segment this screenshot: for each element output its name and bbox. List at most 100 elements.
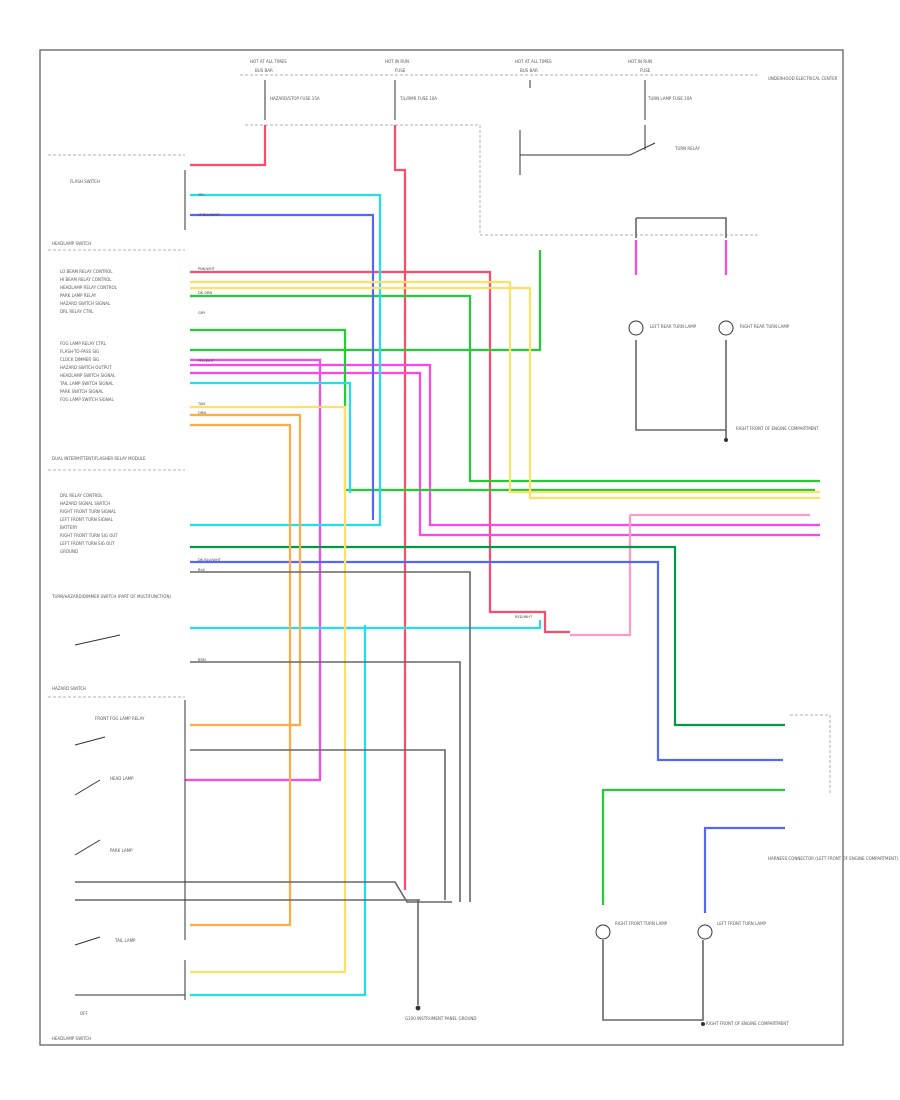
row-top-0: LO BEAM RELAY CONTROL <box>60 269 113 274</box>
wire-tan-1 <box>190 280 820 494</box>
connector-rows-top: LO BEAM RELAY CONTROL HI BEAM RELAY CONT… <box>59 269 118 402</box>
hazard-row-1: HEAD LAMP <box>110 776 134 781</box>
lamp-label-right-front: RIGHT FRONT TURN LAMP <box>615 921 668 926</box>
lamp-left-rear <box>628 320 644 336</box>
hazard-row-0: FRONT FOG LAMP RELAY <box>95 716 145 721</box>
flash-switch-label: FLASH SWITCH <box>70 179 100 184</box>
turn-relay: TURN RELAY <box>674 146 700 151</box>
lamp-label-left-front: LEFT FRONT TURN LAMP <box>717 921 767 926</box>
wire-blue-1 <box>190 213 375 520</box>
hazard-row-4: OFF <box>80 1011 88 1016</box>
row-mid-2: RIGHT FRONT TURN SIGNAL <box>60 509 117 514</box>
turn-switch-label: TURN/HAZARD/DIMMER SWITCH (PART OF MULTI… <box>51 594 171 599</box>
multi-module-label: DUAL INTERMITTENT/FLASHER RELAY MODULE <box>52 456 146 461</box>
lamp-right-rear <box>718 320 734 336</box>
ground-dot-2 <box>701 1022 705 1026</box>
row-top-5: DRL RELAY CTRL <box>60 309 94 314</box>
row-top-13: FOG LAMP SWITCH SIGNAL <box>60 397 115 402</box>
left-labels: FLASH SWITCH HEADLAMP SWITCH DUAL INTERM… <box>48 154 477 1041</box>
wire-pink-4 <box>185 358 322 782</box>
hot-label-4: HOT IN RUN <box>628 59 652 64</box>
fuse-block: HOT AT ALL TIMES HOT IN RUN HOT AT ALL T… <box>240 59 838 236</box>
fuse-2: T/L/RMR FUSE 10A <box>399 96 437 101</box>
code-8: ORN <box>198 411 206 415</box>
sub-label-4: FUSE <box>640 68 651 73</box>
hot-label-1: HOT AT ALL TIMES <box>250 59 287 64</box>
lamp-label-right-rear: RIGHT REAR TURN LAMP <box>740 324 790 329</box>
row-top-6: FOG LAMP RELAY CTRL <box>60 341 107 346</box>
row-mid-4: BATTERY <box>60 525 78 530</box>
connector-rows-mid: DRL RELAY CONTROL HAZARD SIGNAL SWITCH R… <box>60 493 118 554</box>
row-mid-1: HAZARD SIGNAL SWITCH <box>60 501 110 506</box>
wire-cyan-2 <box>190 620 542 997</box>
code-5: GRY <box>198 311 206 315</box>
row-top-9: HAZARD SWITCH OUTPUT <box>60 365 112 370</box>
lamp-right-front <box>595 924 611 940</box>
wire-pink-3 <box>190 371 820 537</box>
hot-label-3: HOT AT ALL TIMES <box>515 59 552 64</box>
hazard-row-2: PARK LAMP <box>110 848 133 853</box>
wire-pink-2 <box>190 363 820 527</box>
ground-label: G200 INSTRUMENT PANEL GROUND <box>405 1016 477 1021</box>
row-top-8: CLOCK DIMMER SIG <box>60 357 99 362</box>
wire-green-4 <box>601 788 785 905</box>
sub-label-1: BUS BAR <box>255 68 273 73</box>
code-10: RED/WHT <box>515 615 533 619</box>
hazard-rows: FRONT FOG LAMP RELAY HEAD LAMP PARK LAMP… <box>80 716 145 1016</box>
wire-orange-2 <box>190 423 292 927</box>
sub-label-3: BUS BAR <box>520 68 538 73</box>
code-3: LT BLU/WHT <box>198 213 220 217</box>
harness-label: HARNESS CONNECTOR (LEFT FRONT OF ENGINE … <box>768 856 898 861</box>
wire-cyan-3 <box>190 381 352 493</box>
row-top-10: HEADLAMP SWITCH SIGNAL <box>60 373 116 378</box>
row-top-7: FLASH-TO-PASS SIG <box>60 349 99 354</box>
wire-codes: PNK/WHT YEL DK GRN LT BLU/WHT DK BLU/WHT… <box>197 193 533 662</box>
row-mid-5: RIGHT FRONT TURN SIG OUT <box>60 533 118 538</box>
code-6: BLK <box>198 568 205 572</box>
lamp-left-front <box>697 924 713 940</box>
wire-green-2 <box>190 250 542 352</box>
wire-dkgreen <box>190 545 785 727</box>
ground-circuits <box>74 170 727 1021</box>
hot-label-2: HOT IN RUN <box>385 59 409 64</box>
code-4: DK BLU/WHT <box>198 558 222 562</box>
wire-red <box>190 125 407 890</box>
ground-dot-3 <box>415 1005 421 1011</box>
fuse-3: TURN LAMP FUSE 10A <box>647 96 692 101</box>
wire-orange-1 <box>190 413 302 727</box>
sub-label-2: FUSE <box>395 68 406 73</box>
row-top-1: HI BEAM RELAY CONTROL <box>60 277 112 282</box>
wire-pink-1 <box>190 270 570 634</box>
row-top-12: PARK SWITCH SIGNAL <box>60 389 104 394</box>
wire-cyan-1 <box>190 193 382 527</box>
hazard-row-3: TAIL LAMP <box>114 938 136 943</box>
wire-green-3 <box>190 328 815 492</box>
headlamp-switch-label: HEADLAMP SWITCH <box>52 241 91 246</box>
lamp-label-left-rear: LEFT REAR TURN LAMP <box>650 324 697 329</box>
code-9: PPL/WHT <box>198 359 215 363</box>
wire-tan-3 <box>190 286 820 500</box>
ground-label-right2: RIGHT FRONT OF ENGINE COMPARTMENT <box>706 1021 789 1026</box>
wire-tan-2 <box>190 405 347 974</box>
row-mid-6: LEFT FRONT TURN SIG OUT <box>60 541 115 546</box>
uec-title: UNDERHOOD ELECTRICAL CENTER <box>768 76 838 81</box>
hazard-switch-label: HAZARD SWITCH <box>52 686 86 691</box>
lamps: LEFT REAR TURN LAMP RIGHT REAR TURN LAMP… <box>415 320 898 1026</box>
row-mid-0: DRL RELAY CONTROL <box>60 493 103 498</box>
bottom-left-label: HEADLAMP SWITCH <box>52 1036 91 1041</box>
wire-blue-2 <box>190 560 783 762</box>
row-mid-3: LEFT FRONT TURN SIGNAL <box>60 517 114 522</box>
code-0: PNK/WHT <box>198 267 216 271</box>
row-top-2: HEADLAMP RELAY CONTROL <box>60 285 118 290</box>
wire-lightpink <box>570 513 810 637</box>
code-2: DK GRN <box>198 291 213 295</box>
wires <box>185 125 820 997</box>
ground-label-right: RIGHT FRONT OF ENGINE COMPARTMENT <box>736 426 819 431</box>
row-mid-7: GROUND <box>60 549 78 554</box>
wire-green-1 <box>190 294 820 483</box>
row-top-3: PARK LAMP RELAY <box>60 293 97 298</box>
code-1: YEL <box>198 193 204 197</box>
row-top-4: HAZARD SWITCH SIGNAL <box>60 301 111 306</box>
ground-dot-1 <box>724 438 728 442</box>
